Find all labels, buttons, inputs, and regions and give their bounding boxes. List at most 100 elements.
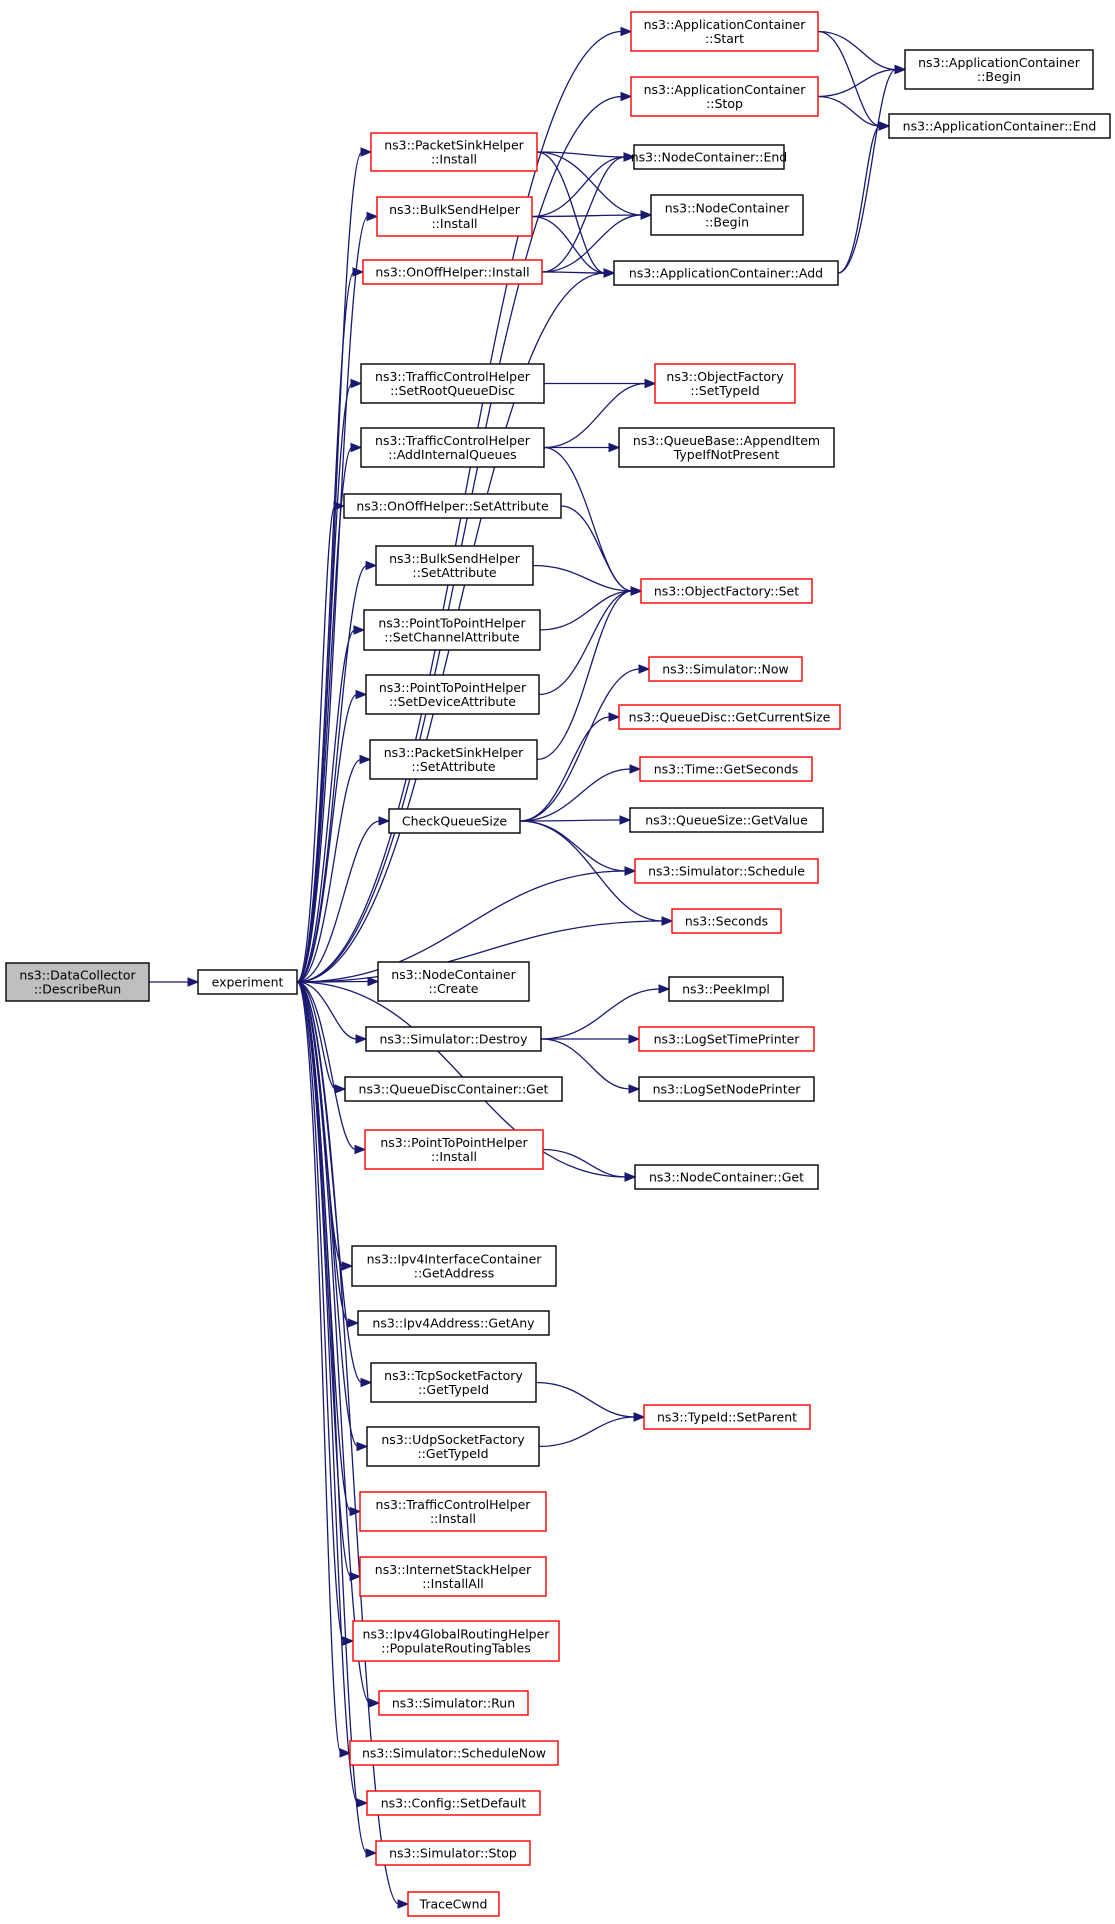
node-log-node[interactable]: ns3::LogSetNodePrinter [638, 1076, 815, 1102]
node-box [618, 704, 841, 730]
edge-arrowhead [350, 378, 363, 389]
node-label-line: ns3::ObjectFactory [666, 369, 784, 384]
edge-line [296, 920, 664, 983]
node-label-line: ns3::ApplicationContainer [918, 55, 1081, 70]
node-label-line: ::GetAddress [414, 1266, 494, 1281]
node-label-line: ns3::ApplicationContainer::End [903, 119, 1097, 134]
node-udp-type-id[interactable]: ns3::UdpSocketFactory::GetTypeId [366, 1426, 540, 1467]
edge-arrowhead [360, 147, 373, 157]
node-app-end[interactable]: ns3::ApplicationContainer::End [888, 113, 1111, 139]
node-tc-add-internal[interactable]: ns3::TrafficControlHelper::AddInternalQu… [360, 427, 545, 468]
node-label-line: ns3::OnOffHelper::SetAttribute [356, 499, 549, 514]
node-box [376, 196, 533, 237]
node-bulk-set-attr[interactable]: ns3::BulkSendHelper::SetAttribute [375, 545, 534, 586]
node-tc-set-root[interactable]: ns3::TrafficControlHelper::SetRootQueueD… [360, 363, 545, 404]
edge-tc-add-internal-to-of-set [543, 446, 643, 596]
edge-arrowhead [630, 586, 643, 596]
node-box [351, 1245, 557, 1287]
node-sim-now[interactable]: ns3::Simulator::Now [648, 656, 803, 682]
edge-app-add-to-app-end [837, 121, 891, 274]
node-p2p-set-dev[interactable]: ns3::PointToPointHelper::SetDeviceAttrib… [365, 674, 540, 715]
edge-sink-set-attr-to-of-set [536, 586, 643, 761]
edge-arrowhead [187, 977, 200, 987]
edge-arrowhead [638, 664, 651, 674]
node-sim-stop[interactable]: ns3::Simulator::Stop [375, 1840, 531, 1866]
edge-arrowhead [352, 267, 365, 277]
node-time-get-sec[interactable]: ns3::Time::GetSeconds [639, 756, 813, 782]
node-log-time[interactable]: ns3::LogSetTimePrinter [638, 1026, 815, 1052]
node-nc-create[interactable]: ns3::NodeContainer::Create [377, 961, 530, 1002]
node-experiment[interactable]: experiment [197, 969, 298, 995]
node-sink-install[interactable]: ns3::PacketSinkHelper::Install [370, 132, 538, 172]
edge-line [539, 590, 633, 631]
edge-experiment-to-sim-stop [296, 981, 378, 1858]
node-sim-destroy[interactable]: ns3::Simulator::Destroy [365, 1026, 542, 1052]
edge-check-queue-to-sim-now [519, 664, 651, 822]
node-of-set-type-id[interactable]: ns3::ObjectFactory::SetTypeId [654, 363, 796, 404]
node-sim-run[interactable]: ns3::Simulator::Run [378, 1690, 529, 1716]
node-box [650, 194, 804, 236]
node-label-line: ns3::UdpSocketFactory [381, 1432, 525, 1447]
edge-line [296, 629, 356, 983]
node-cfg-set-default[interactable]: ns3::Config::SetDefault [366, 1790, 541, 1816]
node-set-parent[interactable]: ns3::TypeId::SetParent [643, 1404, 811, 1430]
edge-p2p-install-to-nc-get [542, 1148, 637, 1182]
node-label-line: ns3::QueueDiscContainer::Get [359, 1082, 549, 1097]
node-onoff-install[interactable]: ns3::OnOffHelper::Install [362, 259, 543, 285]
node-app-start[interactable]: ns3::ApplicationContainer::Start [630, 11, 819, 52]
node-p2p-set-chan[interactable]: ns3::PointToPointHelper::SetChannelAttri… [363, 609, 541, 651]
node-onoff-set-attr[interactable]: ns3::OnOffHelper::SetAttribute [343, 493, 562, 519]
edge-line [817, 30, 897, 71]
edge-line [837, 68, 897, 274]
node-describe-run[interactable]: ns3::DataCollector::DescribeRun [5, 962, 150, 1002]
node-of-set[interactable]: ns3::ObjectFactory::Set [640, 578, 813, 604]
node-seconds[interactable]: ns3::Seconds [671, 908, 782, 934]
node-p2p-install[interactable]: ns3::PointToPointHelper::Install [364, 1129, 544, 1170]
node-ipv4-any[interactable]: ns3::Ipv4Address::GetAny [357, 1310, 550, 1336]
edge-line [531, 214, 643, 218]
node-nc-get[interactable]: ns3::NodeContainer::Get [634, 1164, 819, 1190]
edge-line [543, 446, 633, 592]
node-box [671, 908, 782, 934]
node-app-begin[interactable]: ns3::ApplicationContainer::Begin [904, 49, 1094, 90]
node-qdc-get[interactable]: ns3::QueueDiscContainer::Get [344, 1076, 563, 1102]
node-box [364, 1129, 544, 1170]
edge-line [536, 151, 626, 158]
node-sink-set-attr[interactable]: ns3::PacketSinkHelper::SetAttribute [369, 739, 538, 780]
node-app-add[interactable]: ns3::ApplicationContainer::Add [613, 260, 839, 286]
node-nc-begin[interactable]: ns3::NodeContainer::Begin [650, 194, 804, 236]
node-ipv4-ifc-get-addr[interactable]: ns3::Ipv4InterfaceContainer::GetAddress [351, 1245, 557, 1287]
node-trace-cwnd[interactable]: TraceCwnd [407, 1891, 500, 1917]
node-box [344, 1076, 563, 1102]
node-sim-schedule-now[interactable]: ns3::Simulator::ScheduleNow [349, 1740, 559, 1766]
node-app-stop[interactable]: ns3::ApplicationContainer::Stop [630, 76, 819, 117]
node-label-line: TraceCwnd [419, 1897, 488, 1912]
node-box [366, 1426, 540, 1467]
node-qd-get-size[interactable]: ns3::QueueDisc::GetCurrentSize [618, 704, 841, 730]
node-check-queue[interactable]: CheckQueueSize [388, 808, 521, 834]
node-box [638, 1026, 815, 1052]
node-qb-append[interactable]: ns3::QueueBase::AppendItemTypeIfNotPrese… [618, 427, 835, 468]
edge-experiment-to-p2p-set-chan [296, 625, 366, 983]
node-sim-schedule[interactable]: ns3::Simulator::Schedule [634, 858, 819, 884]
node-box [640, 578, 813, 604]
node-peek-impl[interactable]: ns3::PeekImpl [668, 976, 784, 1002]
node-nc-end[interactable]: ns3::NodeContainer::End [631, 144, 787, 170]
edge-arrowhead [628, 1084, 641, 1094]
edge-tc-add-internal-to-qb-append [544, 442, 621, 453]
edge-line [541, 156, 626, 273]
node-internet-install-all[interactable]: ns3::InternetStackHelper::InstallAll [359, 1556, 547, 1597]
call-graph-nodes: ns3::DataCollector::DescribeRun experimen… [5, 11, 1111, 1917]
node-qs-get-value[interactable]: ns3::QueueSize::GetValue [629, 807, 824, 833]
node-label-line: ns3::Simulator::Stop [389, 1846, 517, 1861]
node-label-line: ns3::BulkSendHelper [389, 551, 521, 566]
edge-line [535, 1381, 636, 1418]
node-tcp-type-id[interactable]: ns3::TcpSocketFactory::GetTypeId [370, 1362, 537, 1403]
node-tc-install[interactable]: ns3::TrafficControlHelper::Install [359, 1491, 547, 1532]
node-label-line: ns3::InternetStackHelper [375, 1562, 532, 1577]
node-box [629, 807, 824, 833]
edge-arrowhead [894, 64, 907, 75]
node-populate-routing[interactable]: ns3::Ipv4GlobalRoutingHelper::PopulateRo… [352, 1620, 560, 1662]
node-label-line: ns3::NodeContainer [391, 967, 516, 982]
node-bulk-install[interactable]: ns3::BulkSendHelper::Install [376, 196, 533, 237]
